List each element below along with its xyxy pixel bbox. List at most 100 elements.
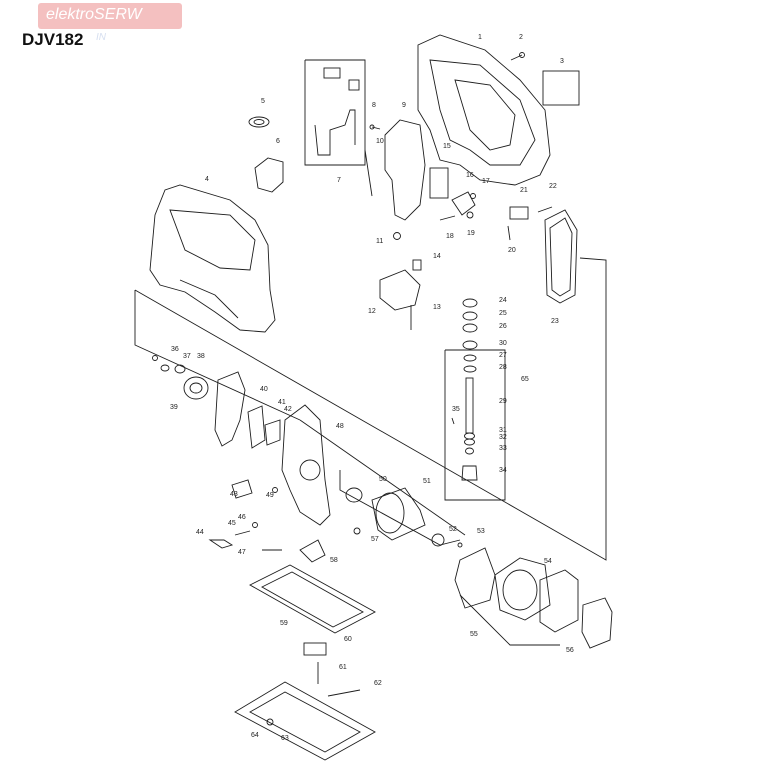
cap-34 [461, 465, 478, 481]
ring-28 [463, 365, 477, 373]
watermark-subtext: IN [96, 32, 106, 43]
armature-51 [371, 487, 426, 541]
part-number-21: 21 [520, 187, 528, 194]
gear-39 [183, 376, 209, 400]
bracket-55 [459, 594, 560, 646]
clamp-58 [299, 539, 326, 563]
part-number-50: 50 [379, 476, 387, 483]
part-number-36: 36 [171, 346, 179, 353]
part-number-22: 22 [549, 183, 557, 190]
label-plate-3 [542, 70, 580, 106]
bearing-25 [462, 311, 478, 321]
switch-block-21 [509, 206, 529, 220]
seal-42 [264, 419, 281, 446]
part-number-31: 31 [499, 427, 507, 434]
part-number-12: 12 [368, 308, 376, 315]
part-number-23: 23 [551, 318, 559, 325]
battery-terminal-56 [581, 597, 613, 649]
part-number-55: 55 [470, 631, 478, 638]
part-number-48: 48 [336, 423, 344, 430]
part-number-32: 32 [499, 434, 507, 441]
part-number-6: 6 [276, 138, 280, 145]
base-59 [249, 564, 376, 634]
part-number-59: 59 [280, 620, 288, 627]
leader-line-housing-group [134, 257, 607, 561]
switch-6 [254, 157, 284, 193]
leader-line-lower-group [134, 290, 301, 421]
part-number-54: 54 [544, 558, 552, 565]
part-number-29: 29 [499, 398, 507, 405]
bracket-12 [379, 269, 421, 311]
stator-54 [494, 557, 551, 621]
part-number-33: 33 [499, 445, 507, 452]
part-number-43: 43 [230, 491, 238, 498]
bearing-50 [345, 487, 363, 503]
washer-26 [462, 323, 478, 333]
part-number-7: 7 [337, 177, 341, 184]
part-number-28: 28 [499, 364, 507, 371]
part-number-1: 1 [478, 34, 482, 41]
part-number-40: 40 [260, 386, 268, 393]
housing-right-half [417, 34, 551, 186]
part-number-35: 35 [452, 406, 460, 413]
part-number-27: 27 [499, 352, 507, 359]
part-number-11: 11 [376, 238, 383, 245]
watermark-text: elektroSERW [46, 6, 142, 23]
part-number-10: 10 [376, 138, 384, 145]
part-number-39: 39 [170, 404, 178, 411]
roller-support-40 [214, 371, 246, 447]
controller-board [539, 569, 579, 633]
model-title: DJV182 [22, 30, 84, 49]
mechanism-plate-9 [384, 119, 426, 221]
part-number-4: 4 [205, 176, 209, 183]
part-number-17: 17 [482, 178, 490, 185]
end-plate-55 [454, 547, 496, 609]
part-number-44: 44 [196, 529, 204, 536]
gear-housing-48 [281, 404, 331, 526]
part-number-15: 15 [443, 143, 451, 150]
part-number-47: 47 [238, 549, 246, 556]
bracket-motor [339, 470, 461, 546]
nut-11 [393, 232, 401, 240]
part-number-65: 65 [521, 376, 529, 383]
block-60 [303, 642, 327, 656]
shoe-plate-63 [234, 681, 376, 761]
cylinder-14 [412, 259, 422, 271]
part-number-53: 53 [477, 528, 485, 535]
ring-5 [248, 116, 270, 128]
part-number-19: 19 [467, 230, 475, 237]
pin-62 [327, 689, 361, 697]
leader-line-motor [299, 419, 466, 536]
part-number-41: 41 [278, 399, 286, 406]
part-number-63: 63 [281, 735, 289, 742]
part-number-24: 24 [499, 297, 507, 304]
lever-44 [208, 539, 234, 549]
part-number-51: 51 [423, 478, 431, 485]
part-number-57: 57 [371, 536, 379, 543]
part-number-34: 34 [499, 467, 507, 474]
part-number-61: 61 [339, 664, 347, 671]
part-number-58: 58 [330, 557, 338, 564]
plate-41 [247, 405, 266, 449]
washer-24 [462, 298, 478, 308]
part-number-46: 46 [238, 514, 246, 521]
ring-30 [462, 340, 478, 350]
bracket-7 [304, 59, 366, 166]
plate-15 [429, 167, 449, 199]
plate-16 [451, 191, 476, 216]
part-number-5: 5 [261, 98, 265, 105]
part-number-49: 49 [266, 492, 274, 499]
part-number-16: 16 [466, 172, 474, 179]
part-number-60: 60 [344, 636, 352, 643]
gasket-23 [544, 209, 578, 304]
part-number-56: 56 [566, 647, 574, 654]
housing-left-half [149, 184, 276, 333]
part-number-2: 2 [519, 34, 523, 41]
part-number-45: 45 [228, 520, 236, 527]
part-7-piece-a [323, 67, 341, 79]
part-number-52: 52 [449, 526, 457, 533]
part-number-8: 8 [372, 102, 376, 109]
screw-8 [371, 126, 381, 130]
